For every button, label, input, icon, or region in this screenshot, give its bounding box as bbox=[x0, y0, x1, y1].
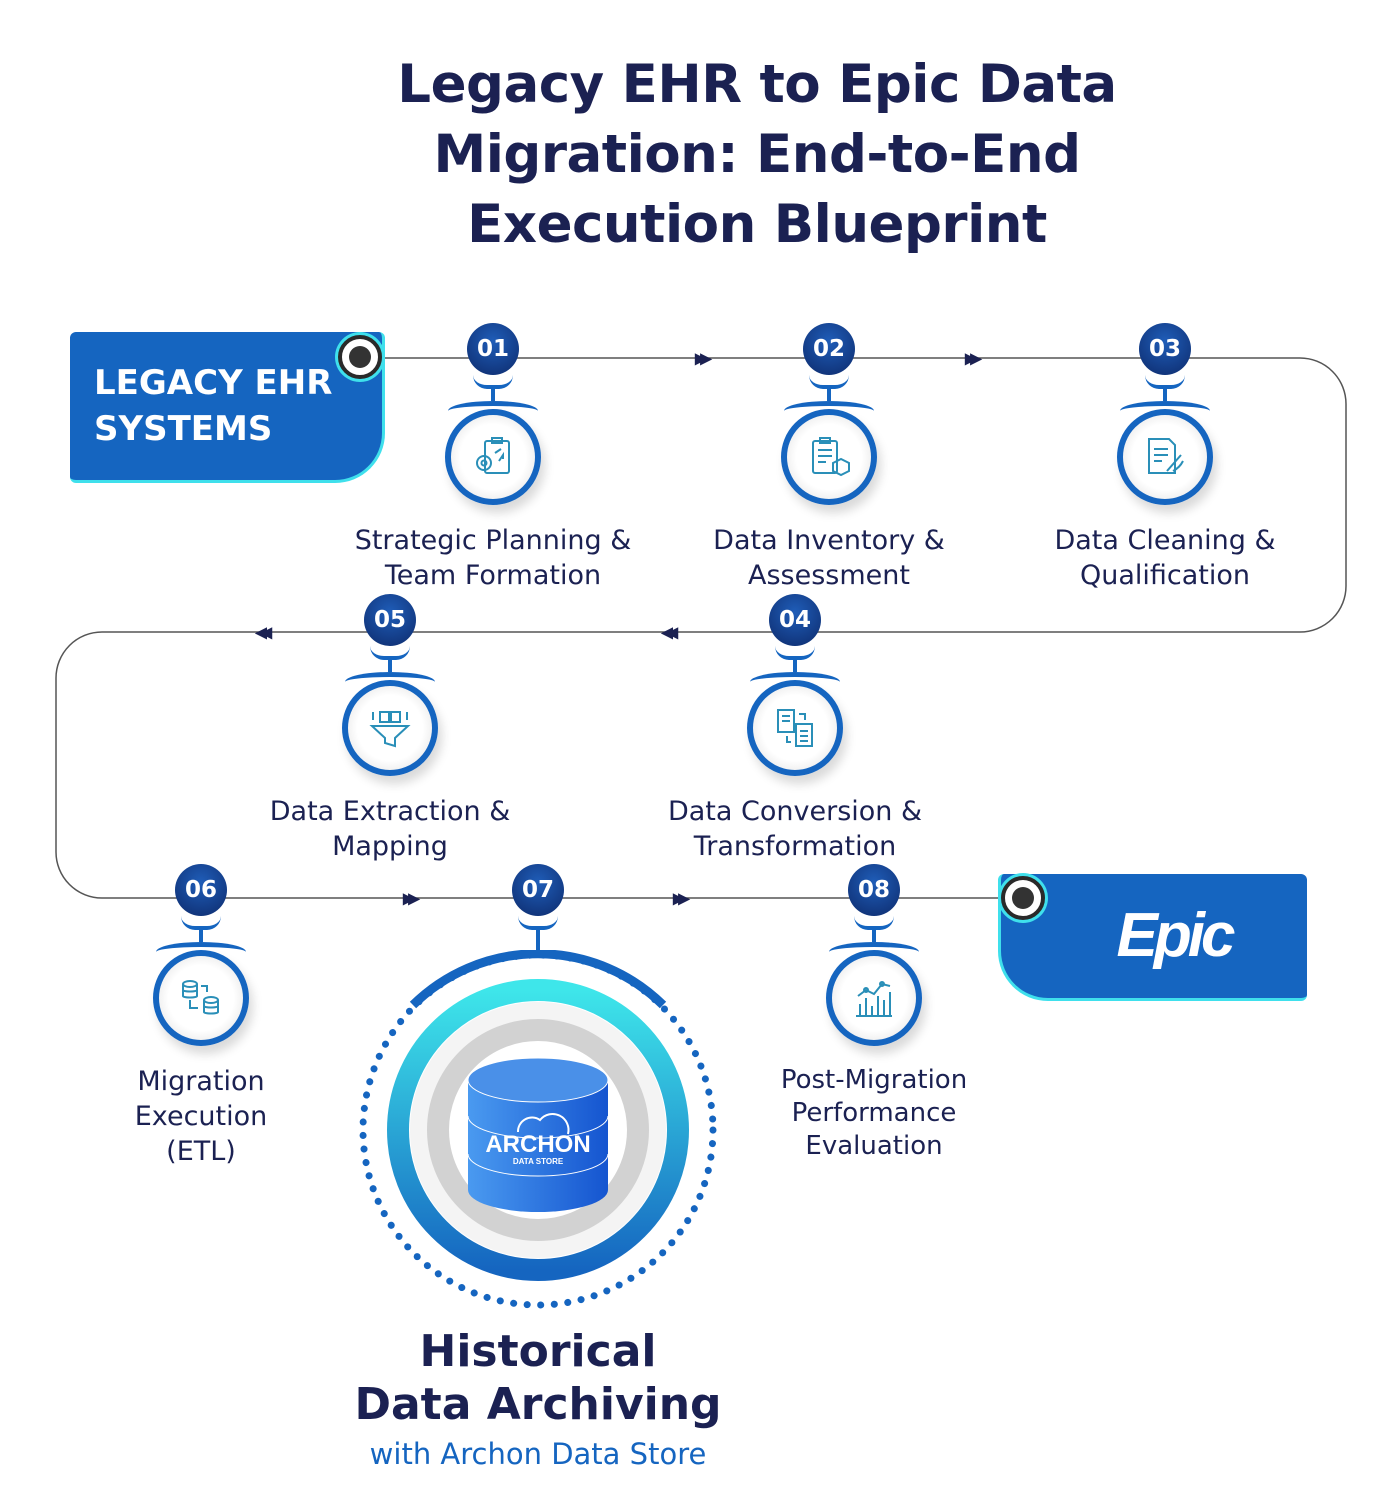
archive-subtitle: with Archon Data Store bbox=[369, 1437, 707, 1471]
document-conversion-icon bbox=[747, 680, 843, 776]
inventory-clipboard-box-icon bbox=[781, 409, 877, 505]
planning-gear-clipboard-icon bbox=[445, 409, 541, 505]
connector bbox=[809, 375, 849, 389]
filter-funnel-icon bbox=[342, 680, 438, 776]
connector bbox=[536, 930, 540, 950]
connector bbox=[473, 375, 513, 389]
connector bbox=[518, 916, 558, 930]
start-node-icon bbox=[338, 335, 382, 379]
step-number-badge: 03 bbox=[1139, 323, 1191, 375]
step-number-badge: 07 bbox=[512, 864, 564, 916]
cleaning-document-brush-icon bbox=[1117, 409, 1213, 505]
connector bbox=[775, 646, 815, 660]
connector bbox=[491, 389, 495, 401]
step-label: Data Cleaning &Qualification bbox=[1054, 525, 1276, 591]
step-number-badge: 05 bbox=[364, 594, 416, 646]
step-03: 03 Data Cleaning &Qualification bbox=[1005, 323, 1325, 593]
connector bbox=[388, 660, 392, 672]
step-label: Data Conversion &Transformation bbox=[667, 796, 923, 862]
connector bbox=[448, 401, 538, 421]
legacy-ehr-box: LEGACY EHR SYSTEMS bbox=[70, 332, 385, 483]
connector bbox=[793, 660, 797, 672]
step-number-badge: 08 bbox=[848, 864, 900, 916]
connector bbox=[199, 930, 203, 942]
step-07: 07 bbox=[378, 864, 698, 950]
connector bbox=[784, 401, 874, 421]
end-node-icon bbox=[1001, 876, 1045, 920]
connector bbox=[181, 916, 221, 930]
epic-logo: Epic bbox=[1116, 901, 1236, 970]
step-05: 05 Data Extraction &Mapping bbox=[230, 594, 550, 864]
connector bbox=[827, 389, 831, 401]
dotted-ring bbox=[359, 951, 717, 1309]
archon-logo-text: ARCHON bbox=[485, 1131, 590, 1158]
connector bbox=[370, 646, 410, 660]
step-number-badge: 04 bbox=[769, 594, 821, 646]
connector bbox=[345, 672, 435, 692]
connector bbox=[1145, 375, 1185, 389]
archon-archive-graphic: ARCHON DATA STORE bbox=[359, 950, 717, 1309]
connector bbox=[1163, 389, 1167, 401]
step-number-badge: 01 bbox=[467, 323, 519, 375]
step-02: 02 Data Inventory &Assessment bbox=[669, 323, 989, 593]
step-number-badge: 02 bbox=[803, 323, 855, 375]
cloud-icon bbox=[516, 1113, 570, 1135]
step-01: 01 Strategic Planning &Team Formation bbox=[333, 323, 653, 593]
step-label: Data Extraction &Mapping bbox=[269, 796, 511, 862]
connector bbox=[854, 916, 894, 930]
page-title: Legacy EHR to Epic Data Migration: End-t… bbox=[397, 54, 1117, 255]
step-label: Data Inventory &Assessment bbox=[713, 525, 945, 591]
archon-logo-subtext: DATA STORE bbox=[513, 1157, 564, 1166]
connector bbox=[750, 672, 840, 692]
top-arc bbox=[409, 950, 667, 1009]
step-label: Strategic Planning &Team Formation bbox=[354, 525, 632, 591]
connector bbox=[1120, 401, 1210, 421]
epic-box: Epic bbox=[998, 874, 1307, 1001]
step-04: 04 Data Conversion &Transformation bbox=[635, 594, 955, 864]
connector bbox=[872, 930, 876, 942]
step-number-badge: 06 bbox=[175, 864, 227, 916]
archive-title: Historical Data Archiving bbox=[354, 1326, 722, 1430]
connector bbox=[156, 942, 246, 962]
bar-chart-trend-icon bbox=[826, 950, 922, 1046]
connector bbox=[829, 942, 919, 962]
database-transfer-icon bbox=[153, 950, 249, 1046]
